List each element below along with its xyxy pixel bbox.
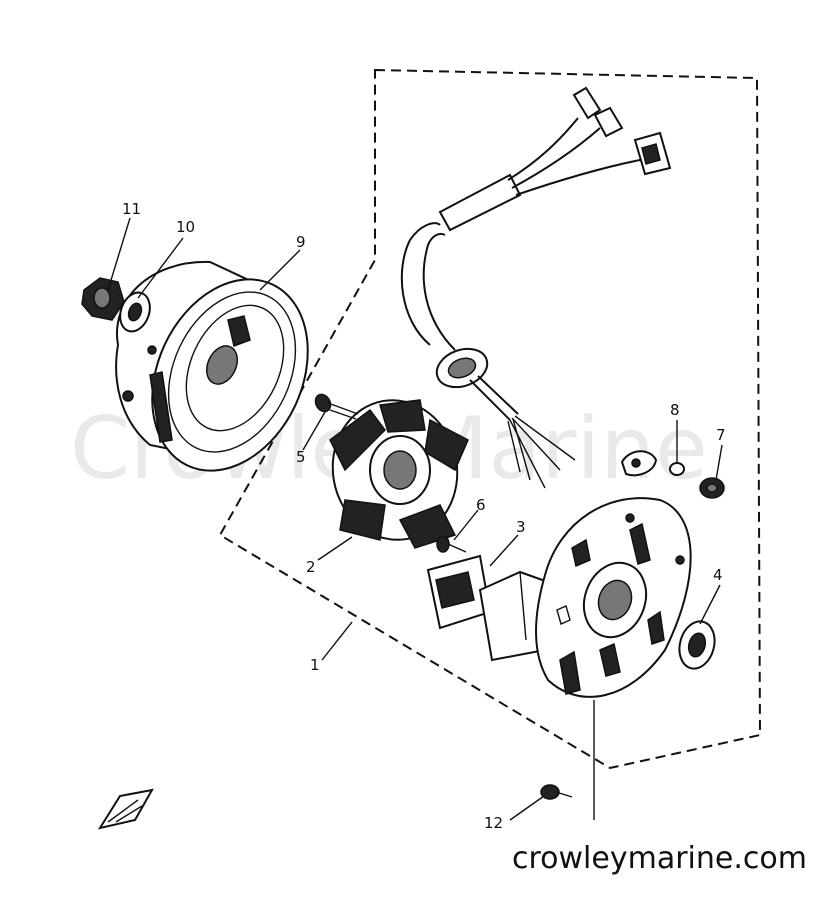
callout-4: 4 (713, 566, 723, 584)
washer-8-part (669, 462, 685, 476)
callout-8: 8 (670, 401, 680, 419)
site-url-text: crowleymarine.com (512, 841, 807, 876)
wire-harness-part (400, 86, 672, 489)
screw-12-part (540, 784, 573, 800)
callout-5: 5 (296, 448, 306, 466)
clamp-part (620, 450, 658, 477)
screw-5-part (314, 393, 359, 420)
callout-12: 12 (484, 814, 503, 832)
front-arrow-icon (97, 788, 154, 830)
base-plate-part (535, 497, 692, 698)
flywheel-part (115, 260, 309, 472)
screw-6-part (436, 535, 467, 553)
screw-7-part (699, 477, 725, 499)
callout-3: 3 (516, 518, 526, 536)
callout-9: 9 (296, 233, 306, 251)
callout-10: 10 (176, 218, 195, 236)
callout-11: 11 (122, 200, 141, 218)
nut-part (81, 277, 125, 321)
callout-1: 1 (310, 656, 320, 674)
oil-seal-part (678, 620, 716, 670)
callout-2: 2 (306, 558, 316, 576)
stator-coil-part (329, 399, 469, 549)
callout-6: 6 (476, 496, 486, 514)
callout-7: 7 (716, 426, 726, 444)
washer-part (119, 291, 151, 333)
pulser-coil-part (426, 554, 550, 662)
callout-labels: 11 10 9 5 2 6 3 4 8 7 1 12 (122, 200, 726, 832)
assembly-boundary (218, 68, 762, 770)
leader-lines (107, 217, 723, 821)
